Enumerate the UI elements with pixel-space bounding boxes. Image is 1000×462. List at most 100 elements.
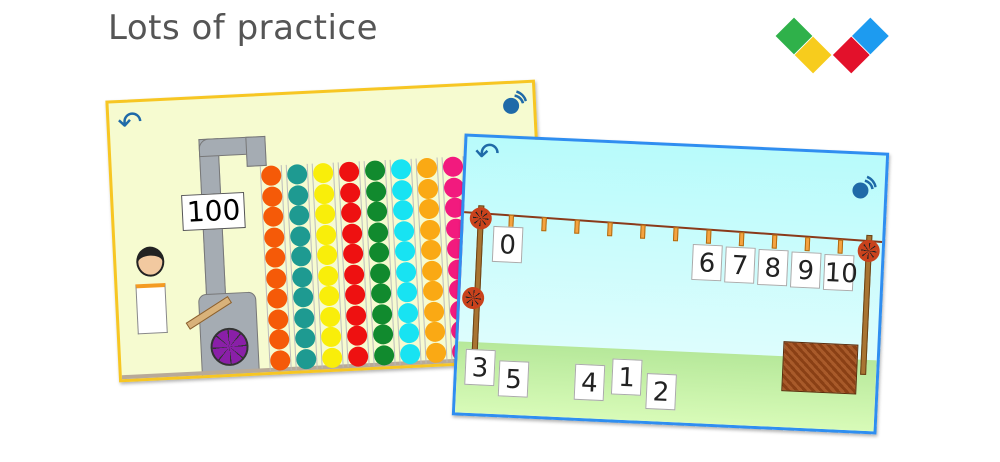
- bead: [266, 288, 288, 309]
- clothes-peg: [804, 237, 811, 252]
- bead: [416, 157, 438, 179]
- bead-count-sign: 100: [181, 191, 247, 232]
- pipe-end: [245, 135, 267, 167]
- bead: [341, 222, 363, 244]
- girl-character: [135, 246, 166, 278]
- bead: [261, 185, 283, 207]
- number-card[interactable]: 1: [610, 358, 643, 396]
- clothes-peg: [738, 232, 745, 247]
- bead: [286, 163, 308, 185]
- bead: [316, 244, 338, 266]
- bead: [264, 247, 286, 269]
- number-card[interactable]: 0: [491, 225, 524, 264]
- bead: [391, 179, 413, 201]
- bead: [418, 198, 440, 220]
- bead: [399, 343, 421, 365]
- bead: [371, 303, 393, 325]
- bead: [312, 162, 334, 184]
- bead: [314, 203, 336, 225]
- bead: [338, 161, 360, 183]
- bead: [313, 183, 335, 205]
- clothes-peg: [541, 217, 547, 232]
- number-card[interactable]: 9: [789, 251, 822, 289]
- bead: [397, 302, 419, 324]
- bead: [369, 262, 391, 284]
- bead: [423, 300, 445, 322]
- number-card[interactable]: 6: [691, 243, 723, 282]
- bead: [290, 245, 312, 267]
- bead: [268, 328, 290, 350]
- bead: [393, 220, 415, 242]
- bead: [317, 265, 339, 286]
- number-card[interactable]: 3: [464, 348, 496, 387]
- bead: [343, 263, 365, 285]
- bead: [346, 325, 368, 347]
- number-card[interactable]: 10: [822, 253, 858, 292]
- bead: [425, 341, 447, 363]
- bead: [370, 282, 392, 304]
- bead: [368, 242, 390, 263]
- bead: [394, 240, 416, 262]
- clothes-peg: [574, 219, 580, 234]
- clothes-peg: [705, 229, 712, 244]
- bead: [367, 221, 389, 243]
- bead: [342, 243, 364, 265]
- bead: [395, 261, 417, 283]
- bead: [320, 326, 342, 348]
- bead: [319, 305, 341, 327]
- bead: [269, 349, 291, 371]
- bead: [417, 178, 439, 199]
- bead: [366, 201, 388, 223]
- bead: [419, 218, 441, 240]
- bead: [318, 285, 340, 307]
- bead: [265, 267, 287, 289]
- number-card[interactable]: 4: [573, 363, 606, 402]
- bead: [262, 206, 284, 228]
- bead-columns: [109, 83, 532, 371]
- bead: [344, 284, 366, 306]
- bead: [347, 345, 369, 367]
- bead: [422, 280, 444, 302]
- back-arrow-icon[interactable]: ↶: [473, 136, 501, 173]
- clothes-peg: [640, 224, 646, 239]
- pulley-wheel-icon: [461, 286, 485, 310]
- page-title: Lots of practice: [108, 8, 379, 48]
- pulley-wheel-icon: [469, 206, 493, 230]
- bead: [424, 321, 446, 343]
- bead: [364, 160, 386, 182]
- bead: [315, 224, 337, 246]
- sound-icon[interactable]: [850, 174, 877, 201]
- bead: [260, 165, 282, 187]
- bead: [263, 226, 285, 248]
- bead: [295, 348, 317, 370]
- sound-icon[interactable]: [500, 89, 528, 116]
- bead: [291, 266, 313, 288]
- bead: [420, 239, 442, 261]
- brand-logo: [775, 17, 889, 74]
- bead: [292, 286, 314, 308]
- bead: [442, 156, 464, 178]
- number-card[interactable]: 8: [757, 248, 789, 287]
- number-card[interactable]: 5: [497, 360, 530, 398]
- bead: [287, 184, 309, 206]
- number-card[interactable]: 2: [645, 373, 677, 411]
- bead: [345, 304, 367, 326]
- pulley-wheel-icon: [857, 239, 881, 263]
- bead: [398, 322, 420, 344]
- bead: [288, 204, 310, 226]
- bead: [365, 180, 387, 202]
- bead: [390, 158, 412, 180]
- bead: [396, 281, 418, 303]
- bead: [267, 308, 289, 330]
- bead: [321, 346, 343, 368]
- counting-game-screenshot: ↶ 100: [105, 79, 549, 383]
- clothes-peg: [837, 239, 844, 254]
- back-arrow-icon[interactable]: ↶: [116, 104, 144, 142]
- number-card[interactable]: 7: [724, 246, 756, 284]
- clothes-peg: [607, 222, 613, 237]
- bead: [392, 199, 414, 221]
- picnic-basket[interactable]: [781, 341, 859, 395]
- bead: [293, 307, 315, 329]
- bead: [421, 259, 443, 281]
